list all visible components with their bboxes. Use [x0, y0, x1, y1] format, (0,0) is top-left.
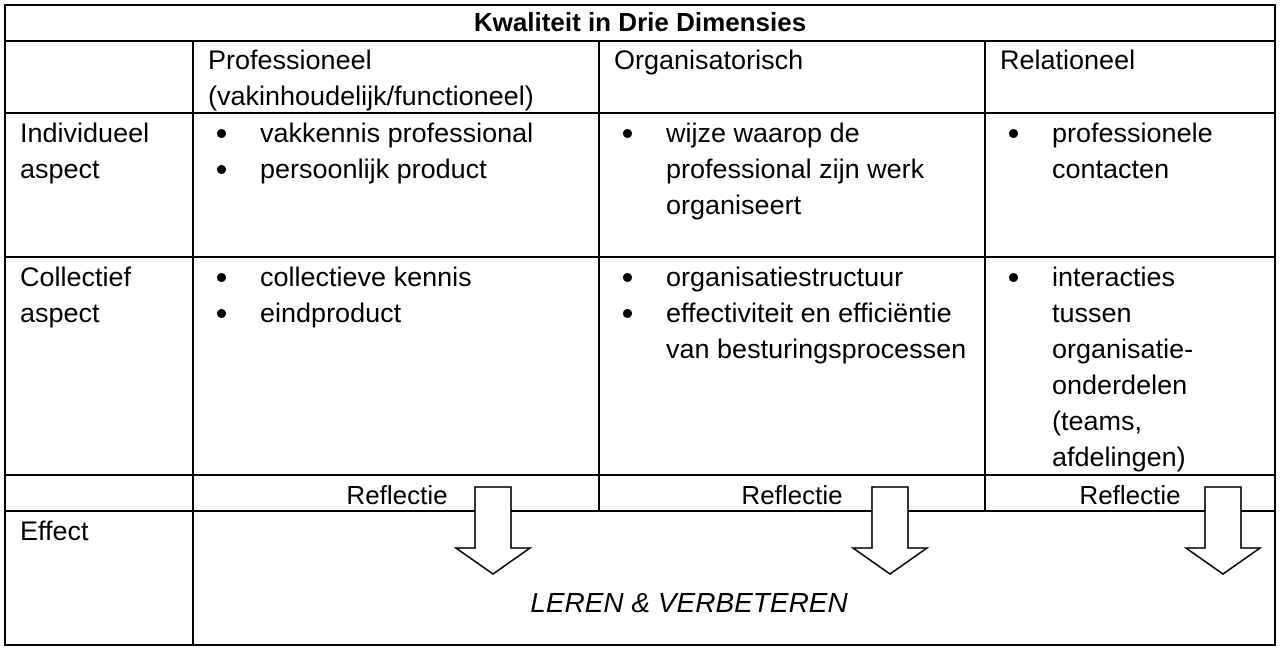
column-divider-2	[598, 40, 600, 512]
cell-collective-organisational: organisatiestructuur effectiviteit en ef…	[610, 259, 980, 367]
row-label-line: Individueel	[20, 118, 150, 148]
cell-individual-relational: professionele contacten	[996, 115, 1258, 187]
list-item: effectiviteit en efficiëntie van besturi…	[610, 295, 980, 367]
row-label-effect: Effect	[20, 516, 89, 546]
effect-text: LEREN & VERBETEREN	[530, 587, 848, 618]
column-header-professional: Professioneel (vakinhoudelijk/functionee…	[208, 42, 534, 114]
column-header-organisational: Organisatorisch	[614, 42, 803, 78]
down-arrow-icon	[850, 486, 930, 575]
row-label-line: aspect	[20, 154, 100, 184]
column-header-line: Professioneel	[208, 45, 372, 75]
row-label-line: aspect	[20, 298, 100, 328]
list-item: eindproduct	[204, 295, 594, 331]
column-header-line: Relationeel	[1000, 45, 1136, 75]
column-divider-3	[984, 40, 986, 512]
cell-individual-professional: vakkennis professional persoonlijk produ…	[204, 115, 594, 187]
column-header-line: Organisatorisch	[614, 45, 804, 75]
down-arrow-icon	[1183, 486, 1263, 575]
table-title: Kwaliteit in Drie Dimensies	[473, 7, 807, 37]
cell-collective-relational: interacties tussen organisatie-onderdele…	[996, 259, 1226, 475]
list-item: wijze waarop de professional zijn werk o…	[610, 115, 980, 223]
table-rule-reflection	[4, 510, 1276, 512]
table-rule-title	[4, 40, 1276, 42]
column-divider-1	[192, 40, 194, 646]
reflection-label-relational: Reflectie	[1079, 480, 1181, 510]
column-header-relational: Relationeel	[1000, 42, 1135, 78]
reflection-label-organisational: Reflectie	[741, 480, 843, 510]
cell-individual-organisational: wijze waarop de professional zijn werk o…	[610, 115, 980, 223]
list-item: collectieve kennis	[204, 259, 594, 295]
list-item: interacties tussen organisatie-onderdele…	[996, 259, 1226, 475]
list-item: persoonlijk product	[204, 151, 594, 187]
list-item: vakkennis professional	[204, 115, 594, 151]
row-label-individual: Individueel aspect	[20, 115, 149, 187]
list-item: professionele contacten	[996, 115, 1258, 187]
table-rule-header	[4, 112, 1276, 114]
table-border-top	[4, 4, 1276, 6]
down-arrow-icon	[453, 486, 533, 575]
list-item: organisatiestructuur	[610, 259, 980, 295]
table-rule-individual	[4, 256, 1276, 258]
table-border-right	[1274, 4, 1276, 646]
row-label-collective: Collectief aspect	[20, 259, 131, 331]
cell-collective-professional: collectieve kennis eindproduct	[204, 259, 594, 331]
column-header-line: (vakinhoudelijk/functioneel)	[208, 81, 534, 111]
row-label-line: Collectief	[20, 262, 132, 292]
reflection-label-professional: Reflectie	[346, 480, 448, 510]
table-border-left	[4, 4, 6, 646]
table-rule-collective	[4, 474, 1276, 476]
table-border-bottom	[4, 644, 1276, 646]
